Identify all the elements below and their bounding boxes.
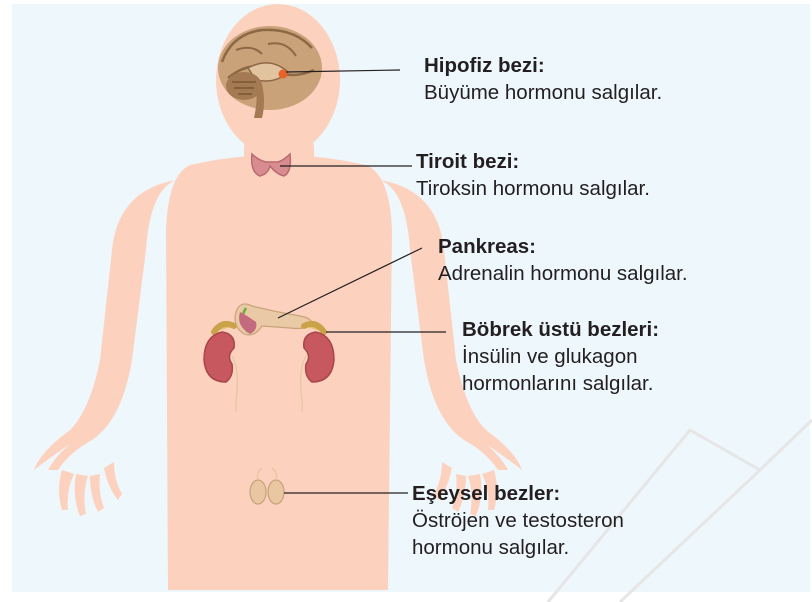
label-pancreas: Pankreas: Adrenalin hormonu salgılar. (438, 233, 688, 287)
label-adrenal: Böbrek üstü bezleri: İnsülin ve glukagon… (462, 316, 659, 397)
pituitary-gland-icon (279, 70, 288, 79)
label-gonads-title: Eşeysel bezler: (412, 480, 624, 507)
label-gonads: Eşeysel bezler: Öströjen ve testosteron … (412, 480, 624, 561)
label-gonads-desc-line-1: Öströjen ve testosteron (412, 507, 624, 534)
label-adrenal-desc-line-1: İnsülin ve glukagon (462, 343, 659, 370)
label-thyroid-desc: Tiroksin hormonu salgılar. (416, 175, 650, 202)
label-pancreas-title: Pankreas: (438, 233, 688, 260)
label-thyroid: Tiroit bezi: Tiroksin hormonu salgılar. (416, 148, 650, 202)
label-pituitary: Hipofiz bezi: Büyüme hormonu salgılar. (424, 52, 662, 106)
label-adrenal-desc-line-2: hormonlarını salgılar. (462, 370, 659, 397)
label-adrenal-title: Böbrek üstü bezleri: (462, 316, 659, 343)
label-pancreas-desc: Adrenalin hormonu salgılar. (438, 260, 688, 287)
label-gonads-desc-line-2: hormonu salgılar. (412, 534, 624, 561)
label-pituitary-desc: Büyüme hormonu salgılar. (424, 79, 662, 106)
label-thyroid-title: Tiroit bezi: (416, 148, 650, 175)
label-pituitary-title: Hipofiz bezi: (424, 52, 662, 79)
